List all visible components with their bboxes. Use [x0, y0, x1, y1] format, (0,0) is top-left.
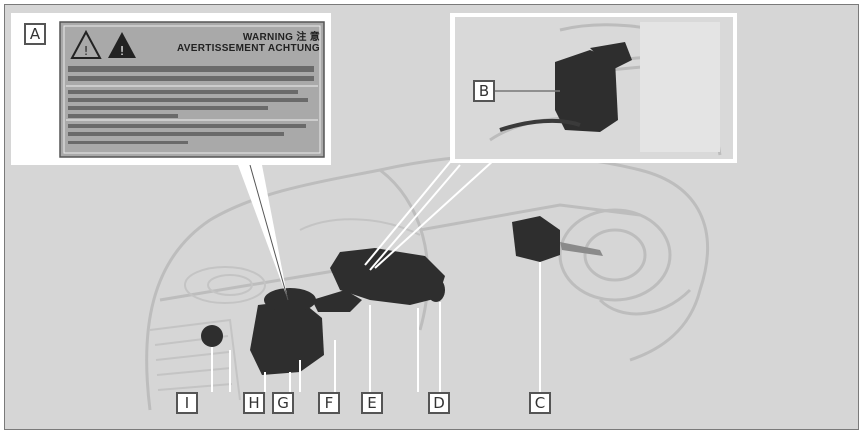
svg-text:!: !: [120, 44, 125, 58]
warning-label-heading: WARNING 注 意 AVERTISSEMENT ACHTUNG: [142, 28, 320, 54]
headlamp-system-parts: [201, 216, 603, 375]
callout-label-g: G: [272, 392, 294, 414]
callout-label-f: F: [318, 392, 340, 414]
warning-label-line2: AVERTISSEMENT ACHTUNG: [142, 43, 320, 54]
callout-label-b: B: [473, 80, 495, 102]
height-sensor: [512, 216, 560, 262]
callout-label-a: A: [24, 23, 46, 45]
warning-label-line1: WARNING 注 意: [142, 28, 320, 43]
callout-label-d: D: [428, 392, 450, 414]
callout-label-c: C: [529, 392, 551, 414]
control-unit-cap: [264, 288, 316, 312]
callout-label-e: E: [361, 392, 383, 414]
callout-label-h: H: [243, 392, 265, 414]
small-sensor: [201, 325, 223, 347]
svg-text:!: !: [84, 44, 89, 58]
callout-label-i: I: [176, 392, 198, 414]
